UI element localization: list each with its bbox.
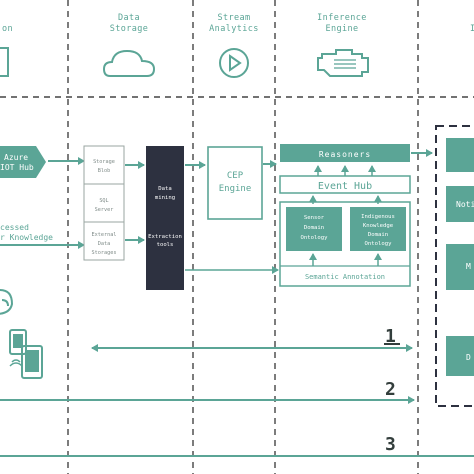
azure-iot-hub-node — [0, 146, 46, 178]
flow-2-label: 2 — [385, 379, 396, 400]
col3-label-line1: Inference — [317, 13, 367, 23]
ext-line2: Data — [98, 241, 111, 247]
external-storages-box: External Data Storages — [83, 221, 125, 261]
cep-line1: CEP — [227, 171, 244, 181]
event-hub-label: Event Hub — [318, 181, 372, 192]
col2-label-line1: Stream — [217, 13, 250, 23]
col2-label-line2: Analytics — [209, 24, 259, 34]
app-box-3 — [446, 244, 474, 290]
sensor-line2: Domain — [304, 225, 324, 231]
mining-line2: mining — [155, 195, 175, 201]
processed-label-line1: cessed — [0, 223, 29, 232]
flow-3-label: 3 — [385, 434, 396, 455]
flow-1-label: 1 — [385, 326, 396, 347]
col1-label-line1: Data — [118, 13, 140, 23]
column-separators — [67, 0, 419, 474]
col4-label: I — [470, 24, 474, 34]
engine-icon — [317, 49, 369, 77]
sql-line1: SQL — [99, 198, 108, 204]
col3-label-line2: Engine — [325, 24, 358, 34]
app-box-4 — [446, 336, 474, 376]
indig-line3: Domain — [368, 232, 388, 238]
tools-line2: tools — [157, 242, 174, 248]
sql-line2: Server — [95, 207, 114, 213]
play-icon — [219, 48, 249, 78]
azure-label-line2: IOT Hub — [0, 163, 34, 172]
cloud-icon — [102, 49, 156, 77]
ext-line3: Storages — [92, 250, 117, 256]
sensor-line3: Ontology — [301, 235, 329, 241]
blob-line2: Blob — [98, 168, 111, 174]
cep-engine-box — [207, 146, 263, 220]
indig-line2: Knowledge — [363, 223, 394, 229]
blob-line1: Storage — [93, 159, 115, 165]
app-box-2 — [446, 186, 474, 222]
reasoners-bar — [280, 144, 410, 162]
data-mining-block — [146, 146, 184, 290]
app-box-1 — [446, 138, 474, 172]
app-label-1: Noti — [456, 200, 474, 209]
indigenous-ontology-box — [350, 207, 406, 251]
applications-container — [435, 125, 474, 407]
cep-line2: Engine — [219, 184, 252, 194]
mining-line1: Data — [158, 186, 171, 192]
app-label-3: D — [466, 353, 471, 362]
semantic-label: Semantic Annotation — [305, 273, 385, 281]
sensor-line1: Sensor — [304, 215, 325, 221]
indig-line4: Ontology — [365, 241, 393, 247]
event-hub-box — [279, 175, 411, 194]
tools-line1: Extraction — [148, 234, 182, 240]
col1-label-line2: Storage — [110, 24, 149, 34]
ontology-container — [279, 201, 411, 287]
mobile-devices-icon — [9, 329, 43, 379]
col0-label: on — [2, 24, 13, 34]
app-label-2: M — [466, 262, 471, 271]
cloud-link-icon — [0, 289, 14, 315]
storage-blob-box: Storage Blob — [83, 145, 125, 185]
ext-line1: External — [92, 232, 117, 238]
sensor-ontology-box — [286, 207, 342, 251]
azure-label-line1: Azure — [4, 153, 28, 162]
indig-line1: Indigenous — [361, 214, 395, 220]
sql-server-box: SQL Server — [83, 183, 125, 223]
processed-label-line2: r Knowledge — [0, 233, 53, 242]
device-icon — [0, 47, 9, 77]
reasoners-label: Reasoners — [319, 150, 371, 159]
